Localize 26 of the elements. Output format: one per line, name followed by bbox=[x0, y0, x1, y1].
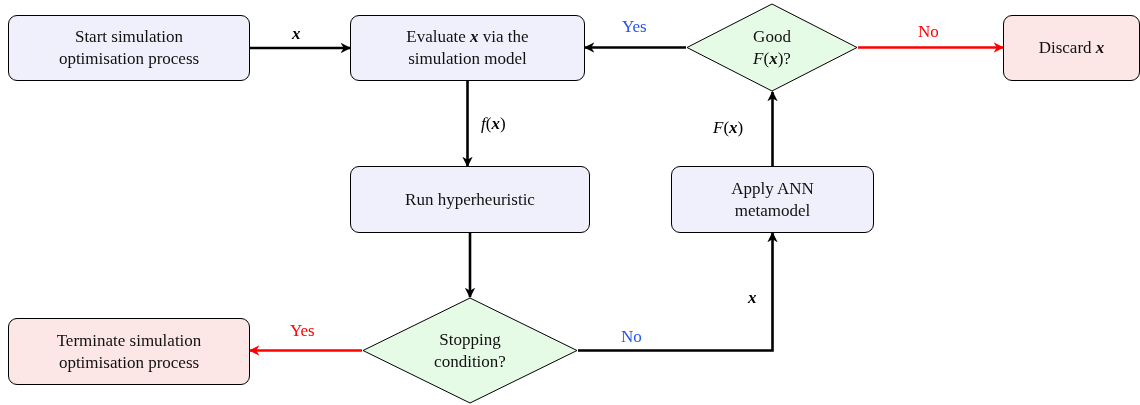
node-text: Run hyperheuristic bbox=[404, 188, 536, 211]
node-text: Apply ANN metamodel bbox=[730, 177, 815, 222]
node-text: Discard x bbox=[1037, 37, 1106, 59]
arrow bbox=[583, 42, 686, 53]
arrow bbox=[464, 233, 476, 299]
edge-label: F(x) bbox=[713, 118, 744, 138]
arrow bbox=[578, 231, 778, 352]
node-text: Good F(x)? bbox=[752, 25, 792, 70]
process-box bbox=[671, 166, 874, 233]
arrow bbox=[248, 345, 362, 356]
node-text: Start simulation optimisation process bbox=[57, 26, 201, 70]
decision-diamond bbox=[686, 3, 858, 92]
node-text: Evaluate x via the simulation model bbox=[405, 26, 530, 70]
process-box bbox=[350, 166, 590, 233]
arrow bbox=[462, 81, 473, 168]
arrow bbox=[858, 42, 1005, 53]
process-box bbox=[350, 15, 585, 81]
process-box bbox=[1003, 15, 1140, 81]
decision-diamond bbox=[362, 297, 578, 404]
arrow bbox=[250, 42, 352, 54]
process-box bbox=[8, 318, 250, 385]
edge-label: f(x) bbox=[481, 114, 506, 134]
node-text: Stopping condition? bbox=[433, 328, 507, 373]
node-text: Terminate simulation optimisation process bbox=[55, 329, 203, 374]
process-box bbox=[8, 15, 250, 81]
arrow bbox=[767, 90, 778, 166]
